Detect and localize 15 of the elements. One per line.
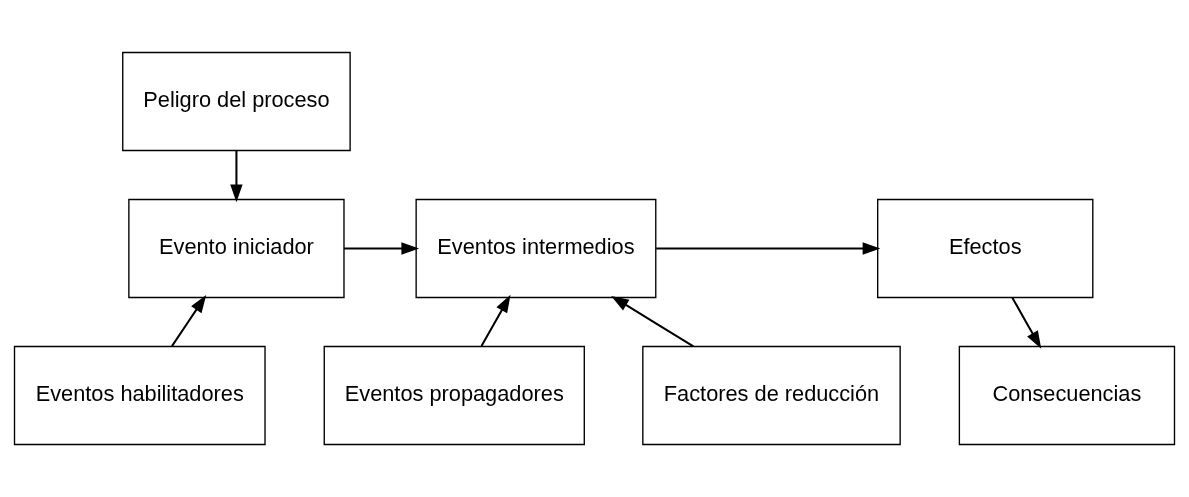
arrow — [230, 150, 243, 203]
arrow — [611, 295, 694, 348]
node-box: Efectos — [877, 198, 1094, 299]
arrow — [656, 242, 881, 255]
arrow — [171, 294, 207, 347]
node-box: Peligro del proceso — [122, 51, 351, 152]
node-box: Eventos habilitadores — [13, 345, 266, 446]
arrow — [480, 294, 511, 347]
node-box: Consecuencias — [958, 345, 1176, 446]
node-box: Evento iniciador — [128, 198, 345, 299]
arrow — [1011, 297, 1042, 349]
node-box: Eventos propagadores — [323, 345, 585, 446]
node-box: Factores de reducción — [642, 345, 901, 446]
arrow — [344, 242, 420, 255]
node-box: Eventos intermedios — [415, 198, 657, 299]
